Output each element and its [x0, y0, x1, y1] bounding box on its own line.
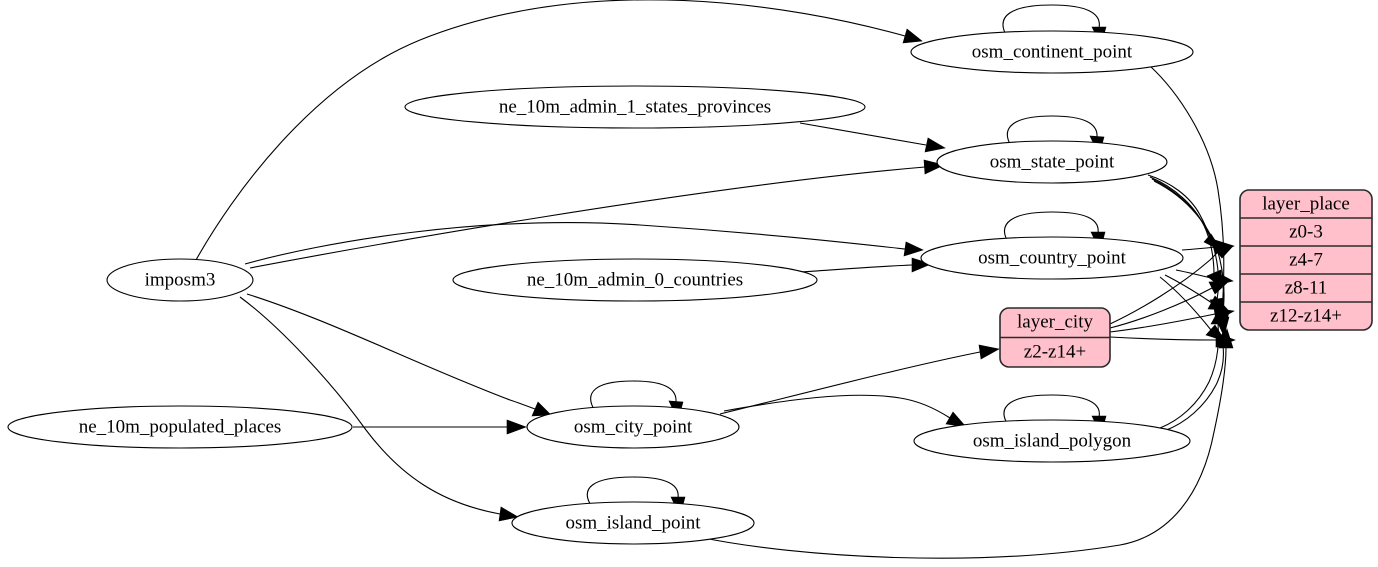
edge-layer_city-to-layer_place-z12-z14: [1109, 332, 1236, 348]
record-node-layer_city[interactable]: layer_city z2-z14+: [999, 307, 1111, 368]
node-osm_city_point[interactable]: osm_city_point: [526, 405, 740, 449]
record-node-layer_place[interactable]: layer_place z0-3 z4-7 z8-11 z12-z14+: [1239, 189, 1373, 331]
edges-layer: [195, 0, 1236, 559]
record-nodes-layer: layer_city z2-z14+ layer_place z0-3 z4-7…: [999, 189, 1373, 368]
record-row-layer_place-z12-z14[interactable]: z12-z14+: [1270, 305, 1342, 326]
edge-ne_10m_admin_0_countries-to-osm_country_point: [799, 257, 932, 273]
node-label-imposm3: imposm3: [145, 269, 216, 290]
edge-imposm3-to-osm_country_point: [244, 222, 924, 265]
node-label-osm_country_point: osm_country_point: [978, 247, 1126, 268]
node-osm_island_polygon[interactable]: osm_island_polygon: [913, 419, 1191, 463]
node-osm_state_point[interactable]: osm_state_point: [936, 140, 1168, 184]
edge-osm_state_point-to-layer_place-z4-7: [1149, 176, 1223, 289]
node-ne_10m_admin_1_states_provinces[interactable]: ne_10m_admin_1_states_provinces: [404, 85, 866, 129]
node-ne_10m_admin_0_countries[interactable]: ne_10m_admin_0_countries: [452, 258, 818, 302]
edge-imposm3-to-osm_island_point: [239, 296, 519, 522]
edge-osm_city_point-to-osm_island_polygon: [723, 394, 967, 428]
edge-osm_island_point-to-layer_place-z12-z14: [698, 328, 1234, 559]
record-row-layer_place-z8-11[interactable]: z8-11: [1285, 277, 1328, 298]
record-row-layer_place-header: layer_place: [1262, 193, 1350, 214]
node-ne_10m_populated_places[interactable]: ne_10m_populated_places: [7, 405, 353, 449]
node-osm_island_point[interactable]: osm_island_point: [511, 501, 755, 545]
edge-layer_city-to-layer_place-z4-7: [1109, 280, 1230, 329]
node-label-osm_island_point: osm_island_point: [565, 512, 701, 533]
record-row-layer_city-z2-z14[interactable]: z2-z14+: [1024, 341, 1086, 362]
edge-ne_10m_admin_1_states_provinces-to-osm_state_point: [799, 122, 946, 153]
edge-imposm3-to-osm_continent_point: [195, 0, 923, 261]
node-label-ne_10m_admin_1_states_provinces: ne_10m_admin_1_states_provinces: [499, 96, 771, 117]
node-label-osm_island_polygon: osm_island_polygon: [973, 430, 1132, 451]
record-row-layer_place-z0-3[interactable]: z0-3: [1289, 221, 1323, 242]
node-osm_continent_point[interactable]: osm_continent_point: [910, 30, 1194, 74]
node-imposm3[interactable]: imposm3: [106, 258, 254, 302]
edge-ne_10m_populated_places-to-osm_city_point: [353, 419, 527, 435]
edge-osm_island_polygon-to-layer_place-z12-z14: [1163, 327, 1231, 432]
node-label-ne_10m_admin_0_countries: ne_10m_admin_0_countries: [527, 269, 743, 290]
edge-imposm3-to-osm_state_point: [249, 159, 945, 269]
node-label-osm_state_point: osm_state_point: [990, 151, 1115, 172]
record-row-layer_city-header: layer_city: [1017, 311, 1093, 332]
node-label-osm_continent_point: osm_continent_point: [972, 41, 1133, 62]
edge-osm_island_polygon-to-layer_place-z8-11: [1159, 305, 1226, 429]
nodes-layer: imposm3 ne_10m_populated_places ne_10m_a…: [7, 30, 1194, 545]
record-row-layer_place-z4-7[interactable]: z4-7: [1289, 249, 1323, 270]
node-label-osm_city_point: osm_city_point: [574, 416, 693, 437]
node-osm_country_point[interactable]: osm_country_point: [920, 236, 1184, 280]
edge-layer_city-to-layer_place-z0-3: [1109, 245, 1234, 325]
edge-imposm3-to-osm_city_point: [246, 293, 552, 417]
node-label-ne_10m_populated_places: ne_10m_populated_places: [79, 416, 282, 437]
edge-osm_city_point-to-layer_city: [719, 344, 1000, 415]
